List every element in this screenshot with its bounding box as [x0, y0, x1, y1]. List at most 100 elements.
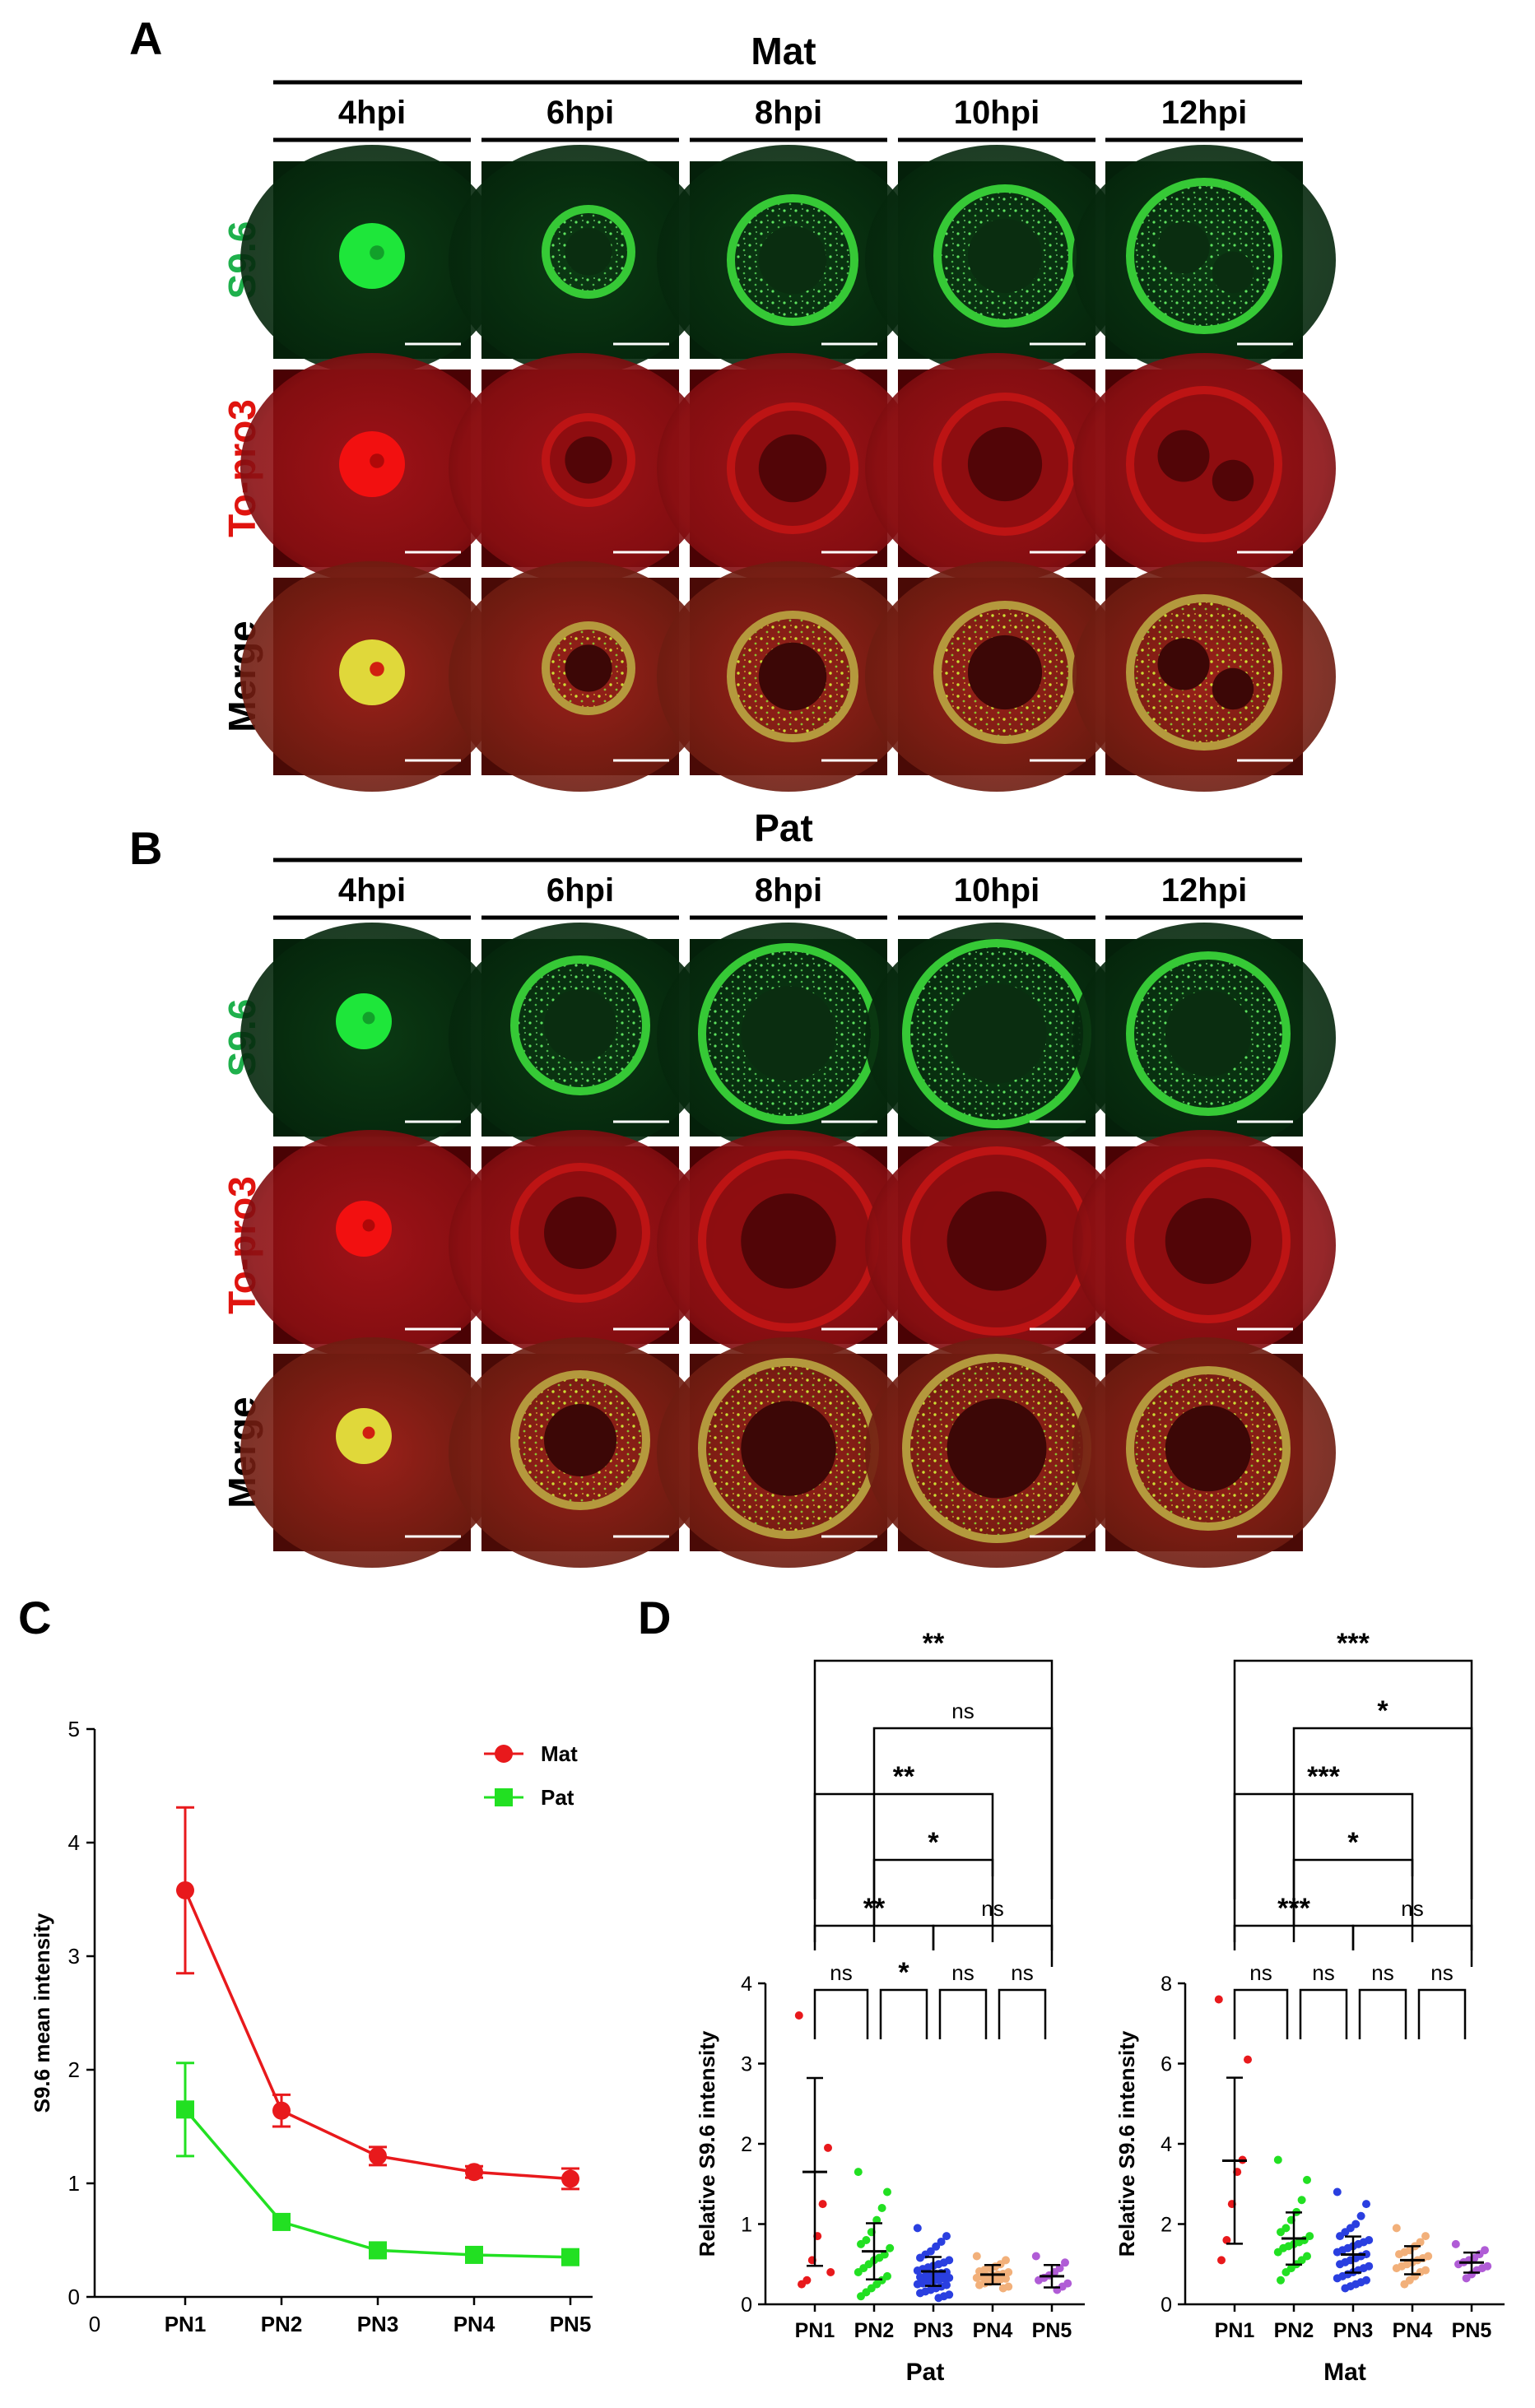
significance-label: ns — [1430, 1960, 1453, 1985]
significance-label: ns — [951, 1960, 974, 1985]
x-tick-label: PN4 — [454, 2312, 495, 2336]
micrograph-tile — [865, 145, 1128, 375]
significance-label: ns — [1371, 1960, 1393, 1985]
data-point — [1333, 2274, 1342, 2283]
micrograph-tile — [1072, 1130, 1336, 1360]
panel-b-micrograph-grid — [240, 923, 1336, 1568]
nucleolus — [544, 1197, 616, 1269]
y-tick-label: 4 — [1161, 2133, 1172, 2156]
nucleolus — [565, 228, 612, 276]
data-point — [998, 2284, 1007, 2293]
data-point — [916, 2289, 924, 2298]
data-point — [176, 1880, 194, 1899]
data-point — [1273, 2155, 1282, 2164]
nucleolus — [758, 642, 827, 711]
data-point — [1336, 2232, 1344, 2241]
significance-bracket — [879, 1988, 928, 2039]
y-tick-label: 1 — [741, 2214, 752, 2237]
data-point — [1451, 2239, 1460, 2248]
data-point — [942, 2232, 951, 2241]
significance-label: ns — [951, 1699, 974, 1723]
panel-d-letter: D — [638, 1592, 671, 1643]
data-point — [1222, 2236, 1231, 2244]
nucleolus — [741, 1401, 836, 1496]
data-point — [1333, 2187, 1342, 2196]
micrograph-tile — [865, 561, 1128, 792]
column-header: 4hpi — [338, 95, 406, 131]
micrograph-tile — [1072, 145, 1336, 375]
series-line — [184, 1890, 571, 2181]
micrograph-tile — [865, 353, 1128, 583]
data-point — [1277, 2276, 1285, 2285]
nucleolus — [1157, 638, 1210, 690]
y-tick-label: 2 — [1161, 2214, 1172, 2237]
data-point — [1297, 2196, 1306, 2205]
panel-b-letter: B — [129, 822, 162, 874]
y-tick-label: 5 — [68, 1717, 80, 1741]
micrograph-tile — [449, 923, 712, 1153]
data-point — [1035, 2276, 1043, 2285]
data-point — [934, 2294, 943, 2303]
data-point — [1031, 2252, 1040, 2261]
x-tick-label: PN5 — [1032, 2319, 1072, 2342]
significance-label: ** — [923, 1628, 945, 1659]
data-point — [857, 2239, 865, 2248]
data-point — [975, 2280, 984, 2289]
y-tick-label: 8 — [1161, 1973, 1172, 1996]
significance-bracket — [1358, 1988, 1407, 2039]
nucleolus — [565, 644, 612, 692]
data-point — [916, 2253, 924, 2262]
y-tick-label: 0 — [741, 2294, 752, 2317]
nucleolus — [362, 1011, 375, 1025]
significance-label: ** — [863, 1893, 886, 1924]
micrograph-tile — [240, 145, 504, 375]
data-point — [1336, 2260, 1344, 2269]
x-axis-title: Pat — [906, 2359, 945, 2386]
significance-label: ns — [981, 1896, 1003, 1921]
data-point — [794, 2011, 803, 2020]
nucleolus — [967, 426, 1043, 502]
x-tick-label: PN1 — [795, 2319, 835, 2342]
data-point — [1392, 2264, 1401, 2273]
significance-bracket — [1292, 1727, 1473, 1967]
significance-bracket — [1417, 1988, 1467, 2039]
micrograph-tile — [657, 353, 920, 583]
micrograph-tile — [1072, 561, 1336, 792]
significance-bracket — [1233, 1659, 1473, 1899]
significance-bracket — [1233, 1792, 1414, 1942]
data-point — [818, 2200, 827, 2209]
significance-bracket — [932, 1924, 1054, 1950]
data-point — [1462, 2274, 1471, 2283]
nucleolus — [1212, 667, 1254, 710]
nucleolus — [1157, 221, 1210, 274]
data-point — [1356, 2211, 1365, 2220]
data-point — [561, 2169, 579, 2188]
micrograph-tile — [240, 353, 504, 583]
data-point — [1273, 2248, 1282, 2257]
micrograph-tile — [1072, 923, 1336, 1153]
significance-label: ns — [1011, 1960, 1033, 1985]
panel-b-title: Pat — [754, 807, 813, 849]
significance-bracket — [872, 1727, 1054, 1967]
data-point — [272, 2101, 291, 2120]
significance-label: ns — [1401, 1896, 1423, 1921]
y-tick-label: 2 — [741, 2133, 752, 2156]
column-header: 10hpi — [954, 95, 1040, 131]
data-point — [369, 2241, 387, 2260]
significance-label: * — [928, 1827, 939, 1858]
micrograph-tile — [240, 561, 504, 792]
significance-label: * — [1347, 1827, 1359, 1858]
data-point — [561, 2248, 579, 2266]
nucleolus — [1212, 459, 1254, 502]
data-point — [913, 2280, 922, 2289]
y-tick-label: 4 — [68, 1830, 80, 1855]
column-header: 10hpi — [954, 872, 1040, 909]
significance-bracket — [872, 1858, 994, 1942]
data-point — [937, 2237, 946, 2246]
data-point — [1303, 2175, 1311, 2184]
